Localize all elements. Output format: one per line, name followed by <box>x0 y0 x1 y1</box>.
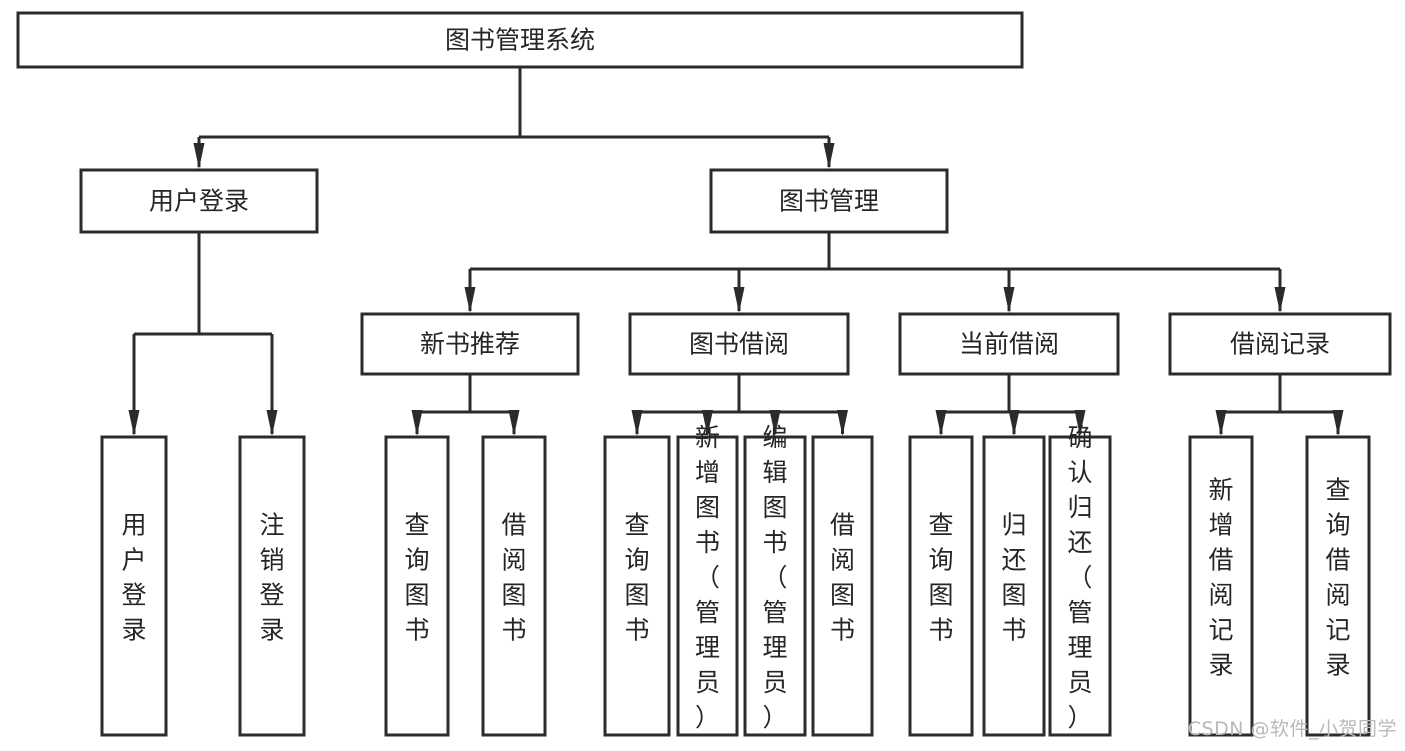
node-box-leaf-user-login <box>100 435 168 737</box>
node-label-leaf-query-book-borrow: 查询图书 <box>624 511 649 645</box>
connector-book-manage-arrow-1 <box>733 287 745 313</box>
node-label-book-borrow: 图书借阅 <box>689 330 789 359</box>
node-box-leaf-borrow-book <box>811 435 874 737</box>
node-label-current-borrow: 当前借阅 <box>959 330 1059 359</box>
csdn-watermark: CSDN @软件_小贺同学 <box>1187 718 1397 740</box>
connector-root-arrow-1 <box>823 143 835 169</box>
node-label-leaf-confirm-return-admin: 确认归还（管理员） <box>1067 423 1092 732</box>
node-box-leaf-add-borrow-record <box>1188 435 1254 737</box>
connector-new-book-rec-arrow-0 <box>411 410 423 436</box>
node-new-book-rec[interactable]: 新书推荐 <box>360 312 580 376</box>
node-label-leaf-edit-book-admin: 编辑图书（管理员） <box>762 423 787 732</box>
node-box-book-manage <box>709 168 949 234</box>
node-root[interactable]: 图书管理系统 <box>16 11 1024 69</box>
node-box-leaf-user-logout <box>238 435 306 737</box>
node-box-leaf-query-borrow-record <box>1305 435 1371 737</box>
node-leaf-user-login[interactable]: 用户登录 <box>100 435 168 737</box>
connector-layer <box>128 67 1344 436</box>
node-box-leaf-query-book-cur <box>908 435 974 737</box>
node-label-root: 图书管理系统 <box>445 26 595 55</box>
node-book-manage[interactable]: 图书管理 <box>709 168 949 234</box>
connector-book-borrow-arrow-2 <box>769 410 781 436</box>
node-leaf-return-book[interactable]: 归还图书 <box>982 435 1046 737</box>
node-label-leaf-borrow-book-rec: 借阅图书 <box>501 511 526 645</box>
node-box-leaf-add-book-admin <box>676 435 739 737</box>
node-box-book-borrow <box>628 312 850 376</box>
connector-book-manage-arrow-3 <box>1274 287 1286 313</box>
node-label-borrow-record: 借阅记录 <box>1230 330 1330 359</box>
node-leaf-query-borrow-record[interactable]: 查询借阅记录 <box>1305 435 1371 737</box>
connector-book-borrow-arrow-0 <box>631 410 643 436</box>
node-box-current-borrow <box>898 312 1120 376</box>
connector-current-borrow-arrow-2 <box>1074 410 1086 436</box>
node-label-book-manage: 图书管理 <box>779 187 879 216</box>
node-box-user-login <box>79 168 319 234</box>
node-box-root <box>16 11 1024 69</box>
node-current-borrow[interactable]: 当前借阅 <box>898 312 1120 376</box>
node-label-leaf-user-login: 用户登录 <box>121 511 146 645</box>
node-leaf-edit-book-admin[interactable]: 编辑图书（管理员） <box>743 423 807 737</box>
connector-user-login-arrow-0 <box>128 410 140 436</box>
node-box-borrow-record <box>1168 312 1392 376</box>
node-label-leaf-user-logout: 注销登录 <box>259 511 284 645</box>
node-leaf-query-book-rec[interactable]: 查询图书 <box>384 435 450 737</box>
connector-borrow-record-arrow-0 <box>1215 410 1227 436</box>
connector-new-book-rec-arrow-1 <box>508 410 520 436</box>
node-leaf-borrow-book[interactable]: 借阅图书 <box>811 435 874 737</box>
node-box-leaf-confirm-return-admin <box>1048 435 1112 737</box>
node-leaf-confirm-return-admin[interactable]: 确认归还（管理员） <box>1048 423 1112 737</box>
node-box-leaf-return-book <box>982 435 1046 737</box>
node-label-new-book-rec: 新书推荐 <box>420 330 520 359</box>
node-borrow-record[interactable]: 借阅记录 <box>1168 312 1392 376</box>
node-label-leaf-query-borrow-record: 查询借阅记录 <box>1325 476 1350 680</box>
connector-book-borrow-arrow-1 <box>702 410 713 436</box>
connector-borrow-record-arrow-1 <box>1332 410 1344 436</box>
node-box-leaf-query-book-borrow <box>603 435 671 737</box>
node-label-leaf-add-borrow-record: 新增借阅记录 <box>1208 476 1233 680</box>
node-label-user-login: 用户登录 <box>149 187 249 216</box>
node-label-leaf-query-book-rec: 查询图书 <box>404 511 429 645</box>
node-leaf-borrow-book-rec[interactable]: 借阅图书 <box>481 435 547 737</box>
connector-current-borrow-arrow-0 <box>935 410 947 436</box>
node-leaf-add-borrow-record[interactable]: 新增借阅记录 <box>1188 435 1254 737</box>
node-leaf-user-logout[interactable]: 注销登录 <box>238 435 306 737</box>
node-box-leaf-edit-book-admin <box>743 435 807 737</box>
node-label-leaf-borrow-book: 借阅图书 <box>830 511 855 645</box>
node-user-login[interactable]: 用户登录 <box>79 168 319 234</box>
node-box-leaf-borrow-book-rec <box>481 435 547 737</box>
node-book-borrow[interactable]: 图书借阅 <box>628 312 850 376</box>
connector-book-borrow-arrow-3 <box>837 410 848 436</box>
node-leaf-add-book-admin[interactable]: 新增图书（管理员） <box>676 423 739 737</box>
node-box-new-book-rec <box>360 312 580 376</box>
connector-book-manage-arrow-0 <box>464 287 476 313</box>
node-leaf-query-book-cur[interactable]: 查询图书 <box>908 435 974 737</box>
node-label-leaf-query-book-cur: 查询图书 <box>928 511 953 645</box>
connector-user-login-arrow-1 <box>266 410 278 436</box>
node-layer: 图书管理系统用户登录图书管理新书推荐图书借阅当前借阅借阅记录用户登录注销登录查询… <box>16 11 1392 737</box>
node-label-leaf-return-book: 归还图书 <box>1001 511 1026 645</box>
node-label-leaf-add-book-admin: 新增图书（管理员） <box>695 423 720 732</box>
node-box-leaf-query-book-rec <box>384 435 450 737</box>
connector-book-manage-arrow-2 <box>1003 287 1015 313</box>
connector-root-arrow-0 <box>193 143 205 169</box>
connector-current-borrow-arrow-1 <box>1008 410 1020 436</box>
node-leaf-query-book-borrow[interactable]: 查询图书 <box>603 435 671 737</box>
